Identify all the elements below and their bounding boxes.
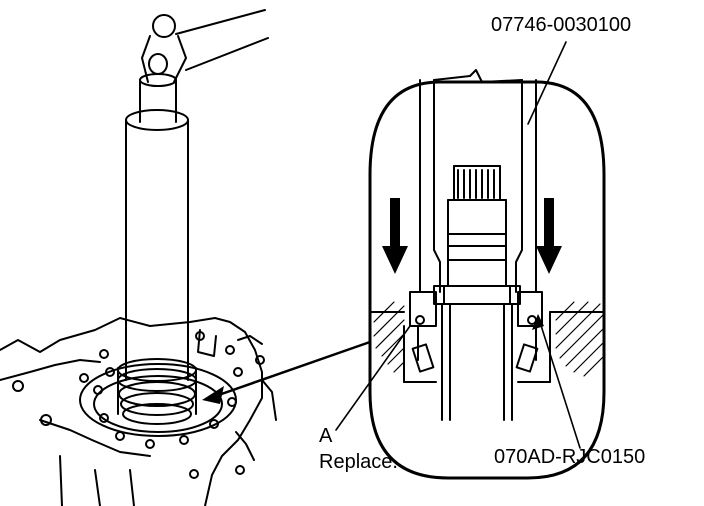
callout-a-note: Replace. xyxy=(319,451,398,473)
leader-arrowhead-bottom xyxy=(532,314,544,330)
case-section-hatch xyxy=(373,301,605,377)
transmission-housing xyxy=(0,317,277,506)
leader-lines xyxy=(208,41,581,449)
press-direction-arrow-left xyxy=(382,198,408,274)
detail-pointer-arrowhead xyxy=(202,386,224,404)
installer-tool xyxy=(117,9,269,425)
tool-number-label-bottom: 070AD-RJC0150 xyxy=(494,446,646,468)
press-direction-arrow-right xyxy=(536,198,562,274)
tool-number-label-top: 07746-0030100 xyxy=(491,14,632,36)
callout-a-label: A xyxy=(319,425,333,447)
detail-view xyxy=(368,69,606,480)
